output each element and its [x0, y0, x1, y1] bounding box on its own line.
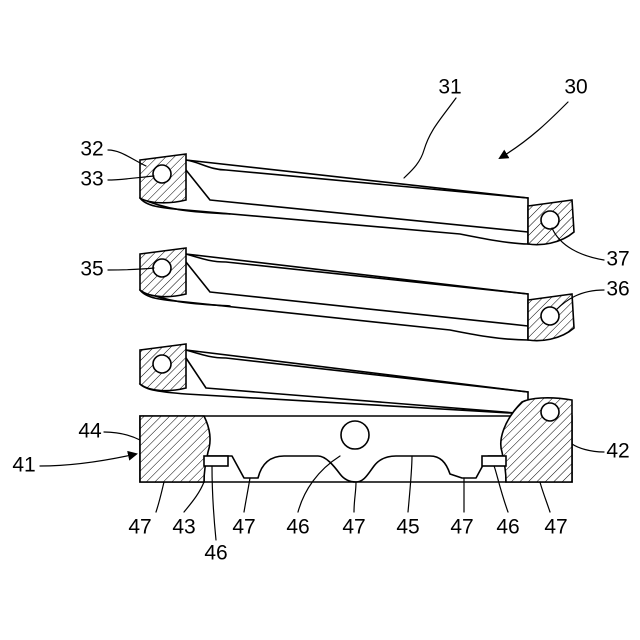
link-top [140, 154, 574, 245]
label-37: 37 [606, 248, 629, 271]
link-bottom [140, 344, 528, 414]
link-middle [140, 248, 574, 341]
label-30: 30 [564, 76, 587, 99]
label-43: 43 [172, 516, 195, 539]
label-47-1: 47 [128, 516, 151, 539]
label-46-right: 46 [496, 516, 519, 539]
label-44: 44 [78, 420, 102, 443]
label-41: 41 [12, 454, 35, 477]
label-36: 36 [606, 278, 629, 301]
label-42: 42 [606, 440, 629, 463]
label-46-left: 46 [204, 542, 227, 565]
label-33: 33 [80, 168, 103, 191]
label-47-5: 47 [544, 516, 567, 539]
label-32: 32 [80, 138, 103, 161]
label-31: 31 [438, 76, 461, 99]
label-45: 45 [396, 516, 419, 539]
label-46-center: 46 [286, 516, 309, 539]
label-47-4: 47 [450, 516, 473, 539]
label-47-3: 47 [342, 516, 365, 539]
label-47-2: 47 [232, 516, 255, 539]
label-35: 35 [80, 258, 103, 281]
